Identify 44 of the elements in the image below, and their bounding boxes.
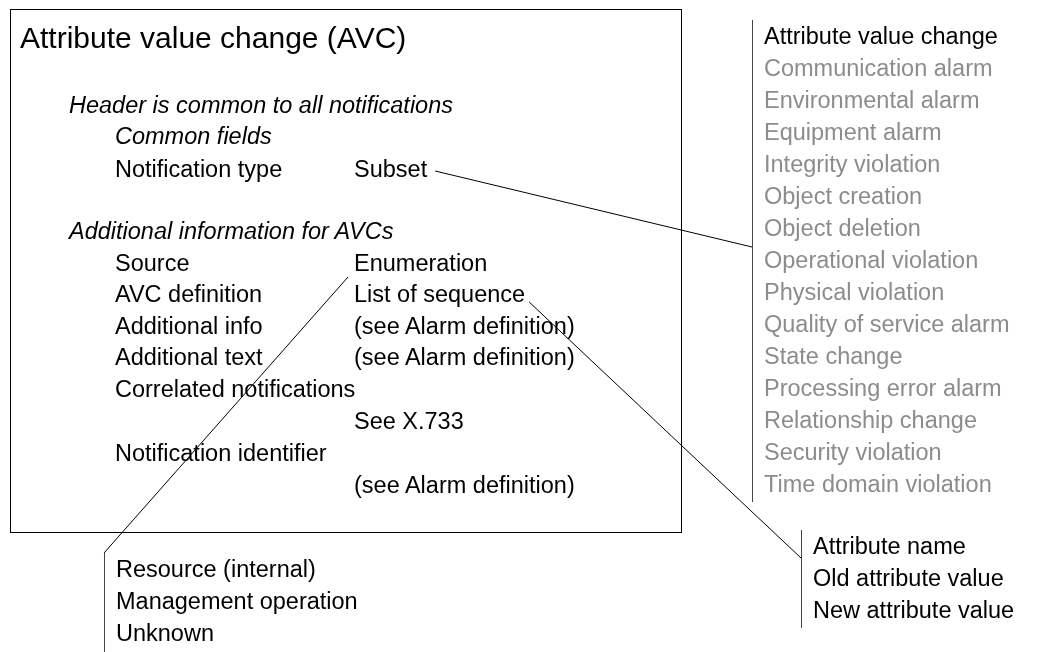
field-text: Additional info xyxy=(115,312,263,341)
list-item: Unknown xyxy=(116,619,215,648)
field-text: (see Alarm definition) xyxy=(354,471,575,500)
bracketed-list xyxy=(104,553,358,652)
list-item: Object creation xyxy=(764,182,924,211)
field-text: AVC definition xyxy=(115,280,263,309)
field-text: Additional text xyxy=(115,343,263,372)
list-item: Security violation xyxy=(764,438,943,467)
field-text: Correlated notifications xyxy=(115,375,356,404)
bracketed-list xyxy=(752,20,1010,502)
list-item: State change xyxy=(764,342,904,371)
list-item: Relationship change xyxy=(764,406,978,435)
field-value: Enumeration xyxy=(354,247,488,279)
list-item: Time domain violation xyxy=(764,470,993,499)
leader-line xyxy=(528,301,802,559)
field-value: List of sequence xyxy=(354,278,526,310)
leader-line xyxy=(434,170,753,248)
section-heading: Common fields xyxy=(115,122,272,151)
list-item: Attribute value change xyxy=(764,22,999,51)
list-item: Environmental alarm xyxy=(764,86,981,115)
list-item: Communication alarm xyxy=(764,54,994,83)
list-item: Quality of service alarm xyxy=(764,310,1010,339)
leader-line xyxy=(103,276,349,554)
field-value: Subset xyxy=(354,153,428,185)
section-heading: Additional information for AVCs xyxy=(69,217,394,246)
field-text: Source xyxy=(115,249,190,278)
section-heading: Header is common to all notifications xyxy=(69,91,453,120)
field-text: See X.733 xyxy=(354,407,464,436)
list-item: Integrity violation xyxy=(764,150,942,179)
frame-box xyxy=(10,9,682,533)
field-text: (see Alarm definition) xyxy=(354,343,575,372)
list-item: Old attribute value xyxy=(813,564,1005,593)
frame-title: Attribute value change (AVC) xyxy=(20,20,407,56)
list-item: Processing error alarm xyxy=(764,374,1003,403)
list-item: Attribute name xyxy=(813,532,967,561)
list-item: Operational violation xyxy=(764,246,980,275)
list-item: Management operation xyxy=(116,587,358,616)
list-item: Equipment alarm xyxy=(764,118,943,147)
bracketed-list xyxy=(801,530,1015,628)
field-text: Notification type xyxy=(115,155,283,184)
list-item: Resource (internal) xyxy=(116,555,317,584)
list-item: New attribute value xyxy=(813,596,1015,625)
list-item: Physical violation xyxy=(764,278,946,307)
list-item: Object deletion xyxy=(764,214,922,243)
